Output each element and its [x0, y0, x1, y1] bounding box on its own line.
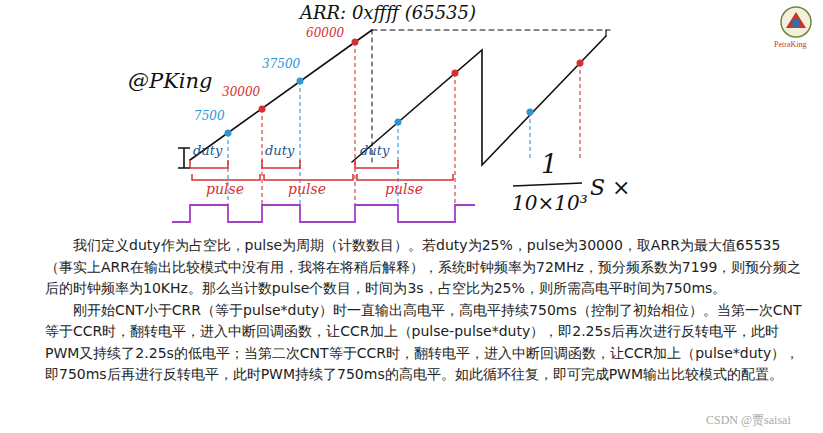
pulse-bracket	[192, 174, 260, 180]
body-paragraph: 刚开始CNT小于CRR（等于pulse*duty）时一直输出高电平，高电平持续7…	[45, 300, 805, 386]
counter-ramp	[190, 30, 372, 160]
compare-dot	[225, 130, 232, 137]
dashed-guide	[354, 42, 355, 205]
fraction-denominator: 10×10³	[512, 192, 588, 214]
body-paragraph: 我们定义duty作为占空比，pulse为周期（计数数目）。若duty为25%，p…	[45, 235, 805, 300]
pulse-label: pulse	[288, 182, 326, 197]
count-value: 30000	[222, 86, 260, 99]
logo-icon	[786, 12, 806, 28]
arr-label: ARR: 0xffff (65535)	[300, 3, 476, 23]
pulse-label: pulse	[385, 182, 423, 197]
compare-dot	[527, 109, 534, 116]
dashed-guide	[261, 109, 262, 205]
arr-level-line	[372, 29, 610, 30]
dashed-guide	[372, 30, 373, 162]
dashed-guide	[605, 30, 606, 36]
dashed-guide	[529, 112, 530, 160]
author-signature: @PKing	[128, 70, 213, 93]
count-value: 7500	[194, 110, 225, 123]
count-value: 37500	[262, 58, 300, 71]
compare-dot	[452, 70, 459, 77]
range-marker	[178, 148, 190, 168]
count-value: 60000	[306, 27, 344, 40]
duty-bracket	[190, 160, 228, 168]
compare-dot	[259, 106, 266, 113]
pulse-bracket	[264, 174, 353, 180]
compare-dot	[352, 39, 359, 46]
watermark: CSDN @贾saisai	[706, 414, 791, 427]
fraction-numerator: 1	[541, 150, 558, 179]
duty-label: duty	[193, 144, 222, 158]
duty-bracket	[355, 160, 398, 168]
unit-mark: S ×	[590, 176, 631, 200]
compare-dot	[577, 60, 584, 67]
dashed-guide	[579, 63, 580, 160]
logo-text: PetraKing	[774, 41, 806, 50]
pwm-square-wave	[172, 205, 475, 222]
counter-ramp	[352, 36, 606, 165]
duty-label: duty	[265, 144, 294, 158]
pulse-label: pulse	[206, 182, 244, 197]
logo-icon	[792, 19, 800, 27]
compare-dot	[395, 119, 402, 126]
logo-icon	[781, 7, 811, 37]
logo-icon	[781, 7, 811, 37]
duty-label: duty	[360, 144, 389, 158]
fraction-bar	[513, 183, 582, 186]
duty-bracket	[262, 160, 300, 168]
dashed-guide	[454, 73, 455, 205]
compare-dot	[297, 78, 304, 85]
range-marker	[178, 148, 190, 168]
pulse-bracket	[357, 174, 453, 180]
